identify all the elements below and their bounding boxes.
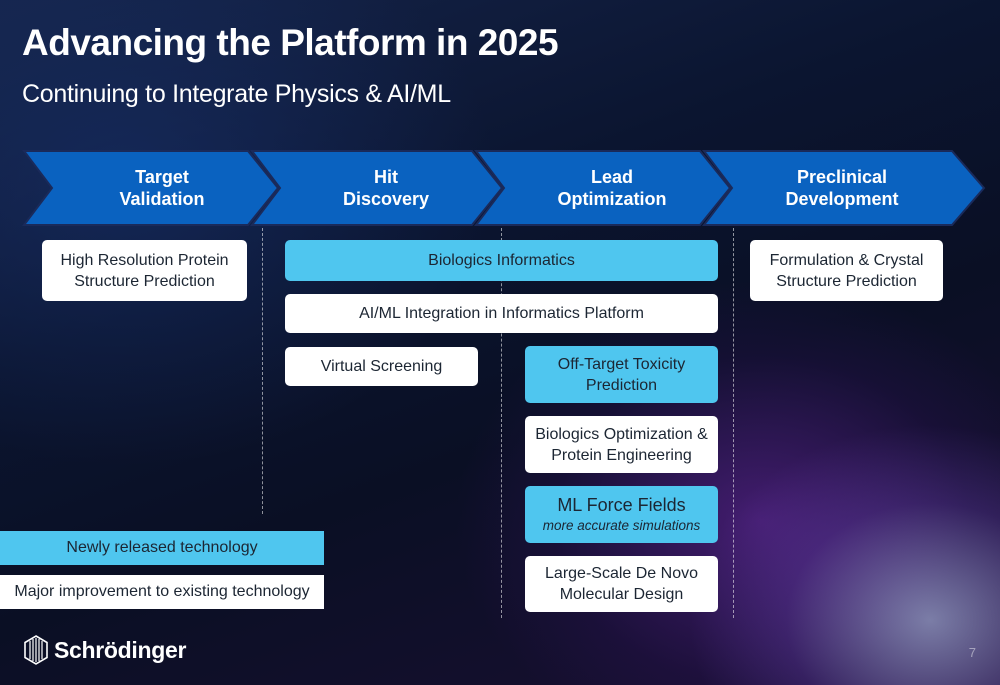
stage-arrow-lead-optimization (473, 150, 732, 226)
stage-divider-2 (501, 228, 502, 618)
brand-name: Schrödinger (54, 636, 187, 663)
page-title: Advancing the Platform in 2025 (22, 22, 559, 63)
stage-label-preclinical-development: Preclinical Development (785, 167, 899, 209)
stage-label-hit-discovery: Hit Discovery (342, 167, 430, 209)
box-aiml-integration: AI/ML Integration in Informatics Platfor… (285, 294, 718, 333)
ml-force-fields-note: more accurate simulations (542, 517, 701, 533)
box-off-target-toxicity-prediction: Off-Target Toxicity Prediction (525, 346, 718, 403)
box-biologics-informatics: Biologics Informatics (285, 240, 718, 281)
pipeline-stages: Target Validation Hit Discovery Lead Opt… (0, 148, 1000, 228)
stage-label-lead-optimization: Lead Optimization (557, 167, 667, 209)
legend-major-improvement: Major improvement to existing technology (0, 575, 324, 609)
stage-arrow-hit-discovery (249, 150, 504, 226)
stage-divider-3 (733, 228, 734, 618)
ml-force-fields-title: ML Force Fields (557, 494, 686, 515)
stage-label-target-validation: Target Validation (119, 167, 205, 209)
page-subtitle: Continuing to Integrate Physics & AI/ML (22, 80, 451, 108)
stage-divider-1 (262, 228, 263, 514)
stage-arrow-target-validation (21, 150, 280, 226)
box-large-scale-de-novo: Large-Scale De Novo Molecular Design (525, 556, 718, 612)
page-number: 7 (968, 645, 976, 660)
box-ml-force-fields: ML Force Fields more accurate simulation… (525, 486, 718, 543)
schrodinger-logo: Schrödinger (24, 635, 186, 665)
box-virtual-screening: Virtual Screening (285, 347, 478, 386)
box-biologics-optimization: Biologics Optimization & Protein Enginee… (525, 416, 718, 473)
box-formulation-crystal-structure: Formulation & Crystal Structure Predicti… (750, 240, 943, 301)
box-high-resolution-protein-structure-prediction: High Resolution Protein Structure Predic… (42, 240, 247, 301)
schrodinger-logo-icon (24, 635, 48, 665)
stage-arrow-preclinical-development (701, 150, 986, 226)
legend-newly-released: Newly released technology (0, 531, 324, 565)
pipeline-arrows (21, 150, 986, 226)
